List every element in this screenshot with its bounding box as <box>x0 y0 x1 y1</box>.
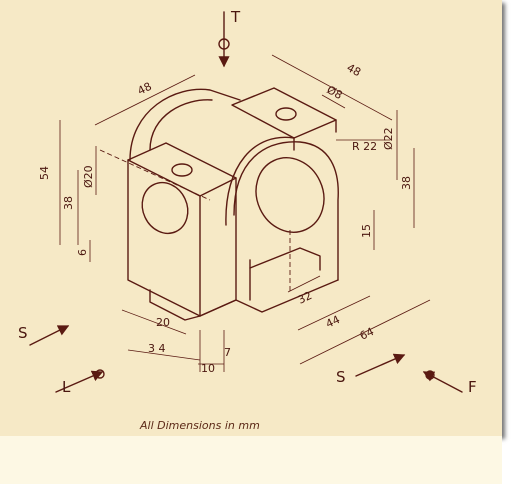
dim-label-15: 15 <box>360 224 373 238</box>
dim-label-10: 10 <box>201 362 215 375</box>
dim-label-38-left: 38 <box>62 196 75 210</box>
dim-label-32: 32 <box>296 289 314 307</box>
scanned-drawing-page <box>0 0 502 436</box>
dim-label-34: 3 4 <box>148 342 166 355</box>
view-label-side-left: S <box>18 324 28 342</box>
side-view-arrow-bottom <box>355 353 406 377</box>
object-outline <box>127 87 339 321</box>
dim-label-54: 54 <box>38 166 51 180</box>
dim-label-20: 20 <box>156 316 170 329</box>
dim-label-dia8: Ø8 <box>325 83 345 102</box>
view-label-top: T <box>230 8 241 26</box>
left-view-arrow <box>55 370 104 393</box>
dim-label-64: 64 <box>358 325 376 343</box>
dim-label-48-right: 48 <box>345 61 363 79</box>
dim-label-6: 6 <box>76 249 89 256</box>
dim-label-r22: R 22 <box>352 140 377 153</box>
view-label-left: L <box>62 378 71 396</box>
view-label-side-bottom: S <box>336 368 346 386</box>
view-arrows <box>29 11 463 393</box>
bottom-strip <box>0 436 502 484</box>
view-label-front: F <box>468 378 477 396</box>
dim-label-dia20: Ø20 <box>82 165 95 188</box>
dimensions-caption: All Dimensions in mm <box>140 419 260 432</box>
side-view-arrow-left <box>29 325 70 346</box>
dim-label-48-left: 48 <box>135 80 153 98</box>
isometric-drawing: T S S L F 48 48 54 38 6 Ø20 Ø8 R 22 Ø22 … <box>18 8 477 396</box>
dim-label-dia22: Ø22 <box>382 127 395 150</box>
dim-label-44: 44 <box>324 313 342 331</box>
dimension-lines <box>59 54 431 372</box>
dim-label-38-right: 38 <box>400 176 413 190</box>
dim-label-7: 7 <box>224 346 231 359</box>
front-view-arrow <box>422 371 463 393</box>
